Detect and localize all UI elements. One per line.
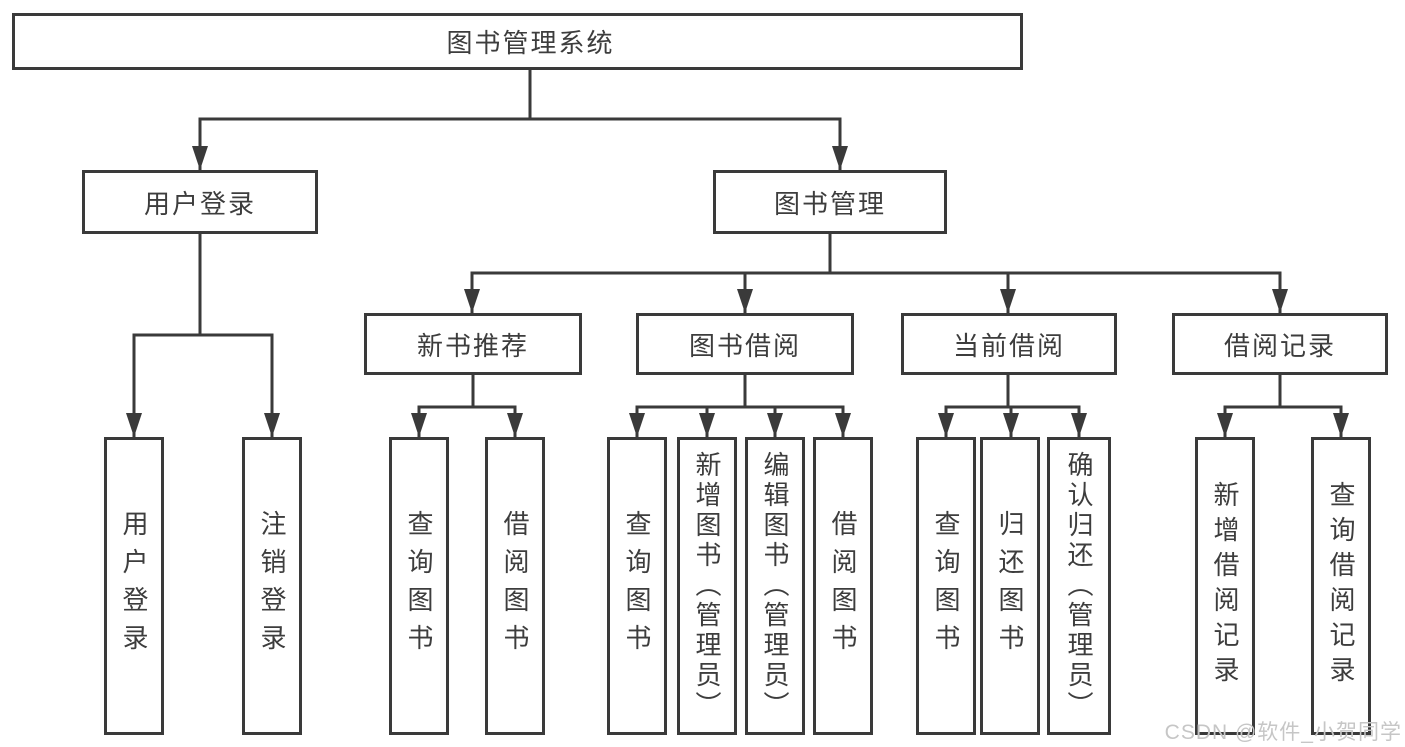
node-label: 查询图书	[931, 510, 961, 662]
node-label: 新增借阅记录	[1210, 481, 1240, 691]
leaf-borrow-books: 借阅图书	[813, 437, 873, 735]
node-label: 借阅图书	[828, 510, 858, 662]
node-label: 查询图书	[404, 510, 434, 662]
node-label: 注销登录	[257, 510, 287, 662]
node-label: 图书借阅	[688, 330, 801, 361]
leaf-confirm-return-admin: 确认归还（管理员）	[1047, 437, 1111, 735]
node-label: 图书管理系统	[446, 28, 615, 58]
node-book-management: 图书管理	[713, 170, 947, 234]
node-label: 确认归还（管理员）	[1064, 451, 1094, 721]
node-label: 查询借阅记录	[1326, 481, 1356, 691]
node-label: 图书管理	[773, 188, 886, 219]
node-label: 编辑图书（管理员）	[760, 451, 790, 721]
node-label: 归还图书	[995, 510, 1025, 662]
leaf-query-books: 查询图书	[916, 437, 976, 735]
leaf-query-books: 查询图书	[607, 437, 667, 735]
leaf-return-books: 归还图书	[980, 437, 1040, 735]
leaf-query-borrow-record: 查询借阅记录	[1311, 437, 1371, 735]
node-book-borrowing: 图书借阅	[636, 313, 854, 375]
leaf-edit-books-admin: 编辑图书（管理员）	[745, 437, 805, 735]
leaf-query-books: 查询图书	[389, 437, 449, 735]
leaf-logout: 注销登录	[242, 437, 302, 735]
node-library-management-system: 图书管理系统	[12, 13, 1023, 70]
node-label: 新增图书（管理员）	[692, 451, 722, 721]
node-label: 查询图书	[622, 510, 652, 662]
node-borrowing-records: 借阅记录	[1172, 313, 1388, 375]
node-label: 借阅记录	[1223, 330, 1336, 361]
node-label: 当前借阅	[952, 330, 1065, 361]
node-label: 借阅图书	[500, 510, 530, 662]
leaf-add-borrow-record: 新增借阅记录	[1195, 437, 1255, 735]
leaf-borrow-books: 借阅图书	[485, 437, 545, 735]
node-label: 用户登录	[119, 510, 149, 662]
leaf-add-books-admin: 新增图书（管理员）	[677, 437, 737, 735]
csdn-watermark: CSDN @软件_小贺同学	[1164, 721, 1402, 744]
node-current-borrowing: 当前借阅	[901, 313, 1117, 375]
node-label: 新书推荐	[416, 330, 529, 361]
leaf-user-login: 用户登录	[104, 437, 164, 735]
node-user-login: 用户登录	[82, 170, 318, 234]
node-label: 用户登录	[143, 188, 256, 219]
node-new-book-recommendation: 新书推荐	[364, 313, 582, 375]
